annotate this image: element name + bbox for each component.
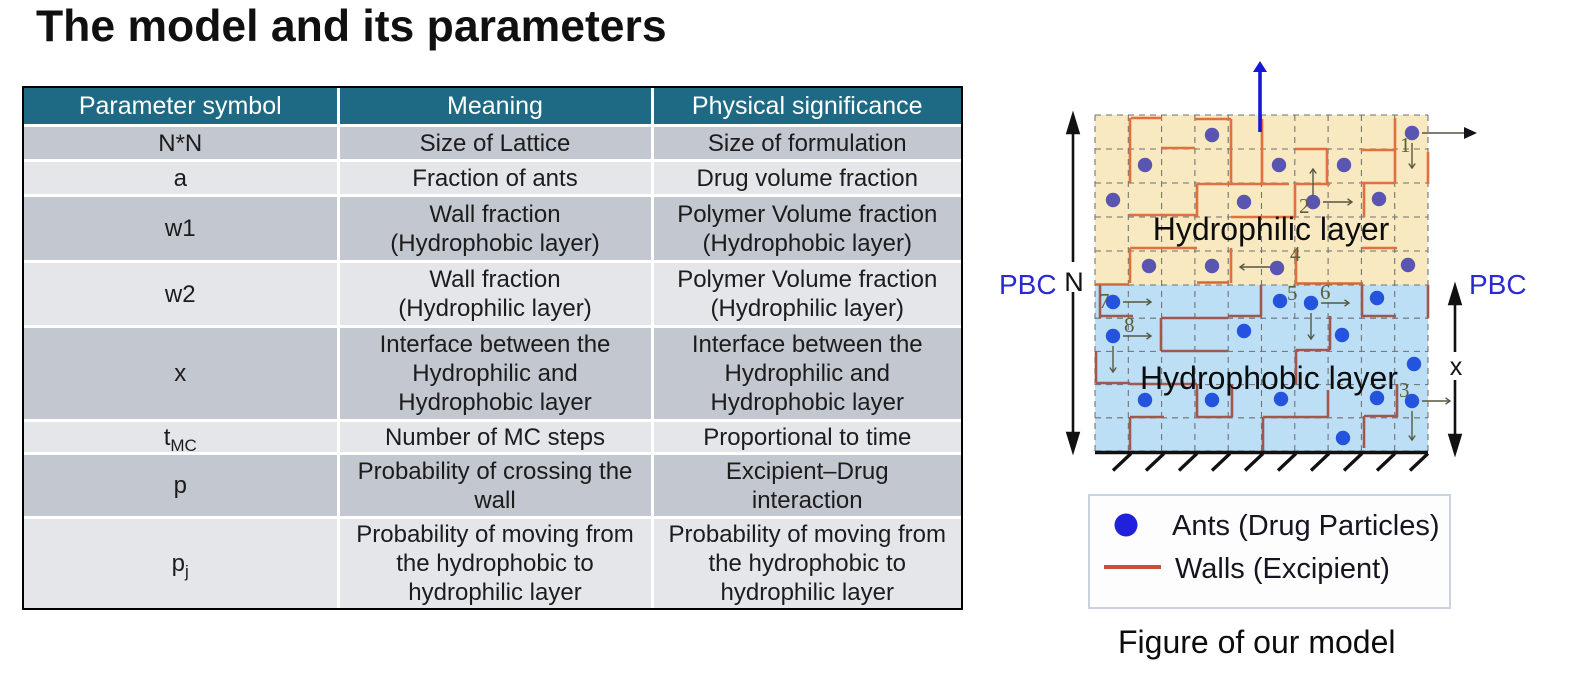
svg-text:Hydrophobic layer: Hydrophobic layer [1140,360,1398,396]
svg-text:5: 5 [1287,281,1298,305]
svg-text:1: 1 [1400,133,1411,157]
svg-text:Hydrophilic layer: Hydrophilic layer [1153,211,1390,247]
svg-text:Figure of our model: Figure of our model [1118,624,1395,660]
svg-text:Walls (Excipient): Walls (Excipient) [1175,553,1390,585]
svg-text:3: 3 [1399,378,1410,402]
svg-text:2: 2 [1299,194,1310,218]
svg-text:6: 6 [1320,280,1331,304]
svg-text:7: 7 [1099,289,1110,313]
svg-text:PBC: PBC [1469,269,1527,300]
svg-text:x: x [1450,353,1463,381]
svg-text:Ants (Drug Particles): Ants (Drug Particles) [1172,510,1440,542]
svg-text:4: 4 [1290,242,1301,266]
svg-text:PBC: PBC [999,269,1057,300]
svg-text:8: 8 [1124,313,1135,337]
svg-text:N: N [1064,267,1084,297]
